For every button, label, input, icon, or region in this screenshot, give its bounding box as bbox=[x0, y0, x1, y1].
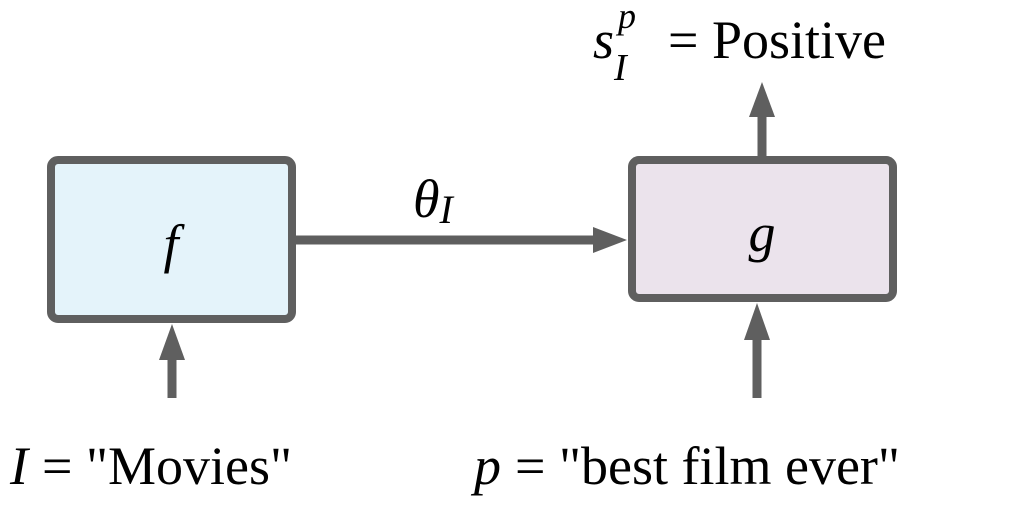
node-g-box bbox=[628, 156, 897, 302]
node-g-label: g bbox=[749, 203, 776, 263]
input-g-value: = "best film ever" bbox=[515, 436, 900, 496]
input-g-arrowhead bbox=[744, 303, 770, 340]
output-value: = Positive bbox=[668, 10, 886, 70]
output-arrowhead bbox=[749, 82, 775, 117]
input-f-var: I bbox=[9, 436, 31, 496]
input-f-arrowhead bbox=[159, 324, 185, 360]
edge-theta-symbol: θ bbox=[413, 169, 440, 229]
edge-f-to-g-arrowhead bbox=[593, 227, 627, 253]
input-g-var: p bbox=[470, 436, 501, 496]
output-subscript: I bbox=[613, 47, 629, 89]
output-var: s bbox=[593, 10, 614, 70]
input-g-label: p= "best film ever" bbox=[470, 436, 900, 496]
edge-f-to-g-label: θI bbox=[413, 169, 455, 232]
node-f-box bbox=[47, 156, 296, 323]
input-f-value: = "Movies" bbox=[42, 436, 292, 496]
output-superscript: p bbox=[615, 0, 636, 36]
edge-theta-subscript: I bbox=[439, 187, 455, 232]
input-f-label: I= "Movies" bbox=[9, 436, 292, 496]
